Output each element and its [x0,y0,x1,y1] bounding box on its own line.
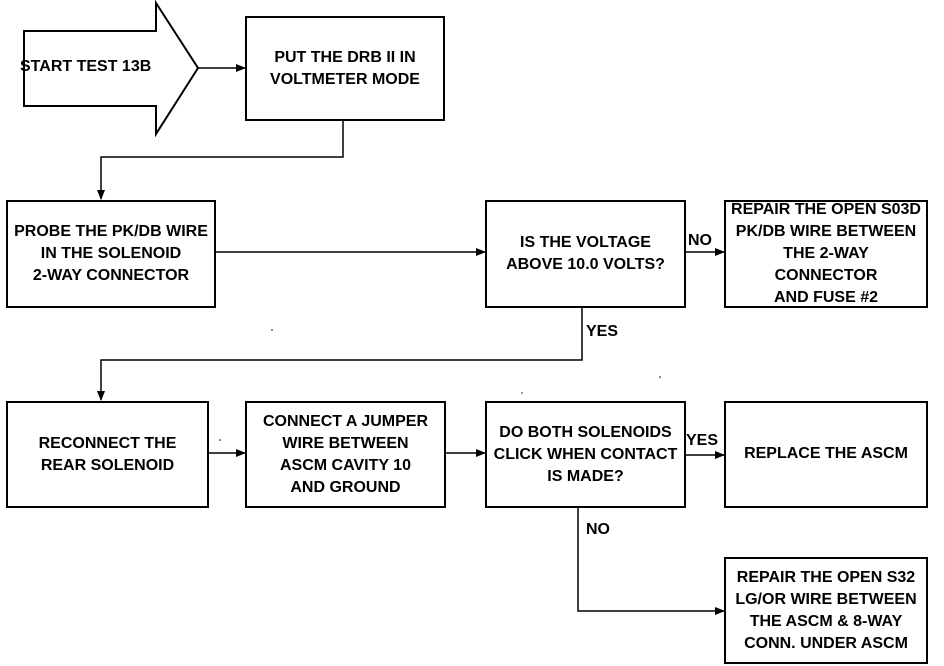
node-put-drb-voltmeter: PUT THE DRB II IN VOLTMETER MODE [245,16,445,121]
edge-label-click-yes: YES [686,432,719,449]
node-repair-s03d: REPAIR THE OPEN S03D PK/DB WIRE BETWEEN … [724,200,928,308]
node-reconnect-rear-solenoid: RECONNECT THE REAR SOLENOID [6,401,209,508]
start-arrow-shape [23,0,200,138]
speck [521,392,523,394]
node-replace-ascm: REPLACE THE ASCM [724,401,928,508]
connector-click-no [577,507,725,615]
speck [219,439,221,441]
speck [271,329,273,331]
node-repair-s32: REPAIR THE OPEN S32 LG/OR WIRE BETWEEN T… [724,557,928,664]
edge-label-voltage-yes: YES [586,323,619,340]
connector-drb-to-probe [97,120,344,200]
node-probe-pk-db-wire: PROBE THE PK/DB WIRE IN THE SOLENOID 2-W… [6,200,216,308]
start-label: START TEST 13B [20,58,152,75]
connector-voltage-yes [97,307,583,401]
edge-label-voltage-no: NO [688,232,712,249]
edge-label-click-no: NO [586,521,610,538]
node-voltage-question: IS THE VOLTAGE ABOVE 10.0 VOLTS? [485,200,686,308]
node-connect-jumper: CONNECT A JUMPER WIRE BETWEEN ASCM CAVIT… [245,401,446,508]
speck [659,376,661,378]
node-click-question: DO BOTH SOLENOIDS CLICK WHEN CONTACT IS … [485,401,686,508]
